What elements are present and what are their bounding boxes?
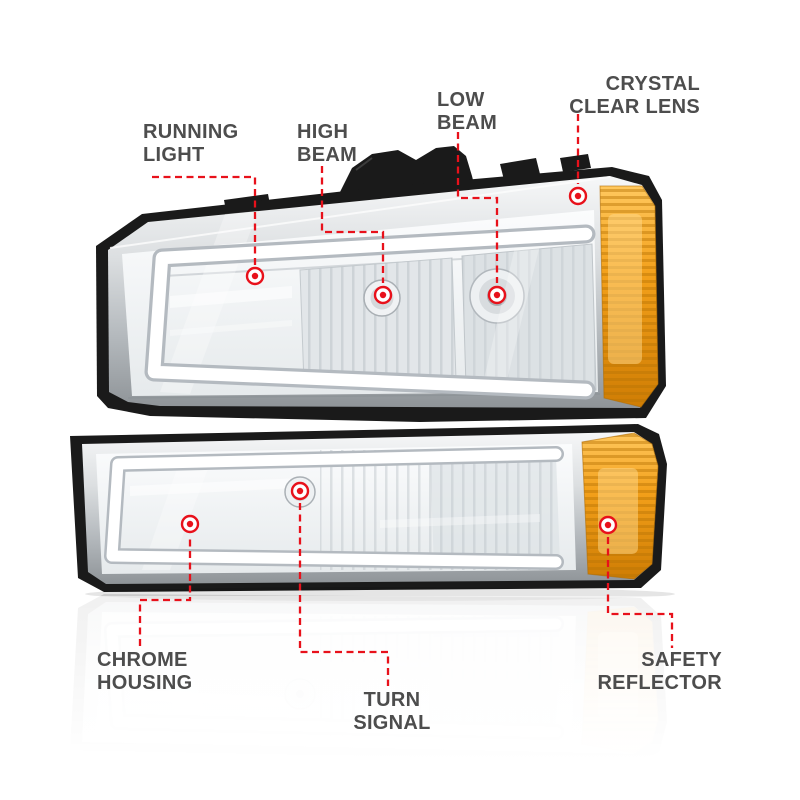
leader-safety-reflector [606,537,674,648]
marker-crystal-clear-lens [568,186,588,206]
callout-lines [138,114,674,686]
label-high-beam: HIGH BEAM [297,121,357,167]
label-line: SAFETY [641,649,722,671]
lower-crystal-clear-lens [96,444,576,574]
lower-amber-reflector [581,432,659,580]
marker-high-beam [373,285,393,305]
label-line: RUNNING [143,121,239,143]
label-line: LOW [437,89,485,111]
reflection-fade [0,596,800,800]
label-safety-reflector: SAFETY REFLECTOR [597,649,722,695]
upper-headlight [96,146,666,422]
label-turn-signal: TURN SIGNAL [350,689,434,735]
label-line: CHROME [97,649,188,671]
leader-high-beam [320,166,385,283]
label-crystal-clear-lens: CRYSTAL CLEAR LENS [569,73,700,119]
marker-turn-signal [290,481,310,501]
marker-low-beam [487,285,507,305]
upper-light-bar-tube [144,224,596,400]
marker-chrome-housing [180,514,200,534]
label-line: HOUSING [97,672,193,694]
label-low-beam: LOW BEAM [437,89,497,135]
marker-running-light [245,266,265,286]
label-line: CRYSTAL [605,73,700,95]
lower-light-bar-tube [104,446,564,570]
label-line: BEAM [297,144,358,166]
label-chrome-housing: CHROME HOUSING [97,649,192,695]
leader-low-beam [456,132,499,283]
low-beam-reflector [461,243,597,391]
leader-chrome-housing [138,536,192,646]
lower-light-bar [70,424,667,592]
upper-crystal-clear-lens [122,210,601,399]
label-line: SIGNAL [353,712,431,734]
marker-safety-reflector [598,515,618,535]
high-beam-reflector [299,257,457,385]
leader-turn-signal [298,503,390,686]
label-line: LIGHT [143,144,205,166]
label-line: REFLECTOR [597,672,722,694]
label-line: HIGH [297,121,349,143]
label-line: CLEAR LENS [569,96,700,118]
label-line: TURN [363,689,421,711]
label-running-light: RUNNING LIGHT [143,121,238,167]
upper-amber-reflector [599,185,659,408]
leader-running-light [152,175,257,265]
headlight-assembly [70,146,667,592]
label-line: BEAM [437,112,498,134]
